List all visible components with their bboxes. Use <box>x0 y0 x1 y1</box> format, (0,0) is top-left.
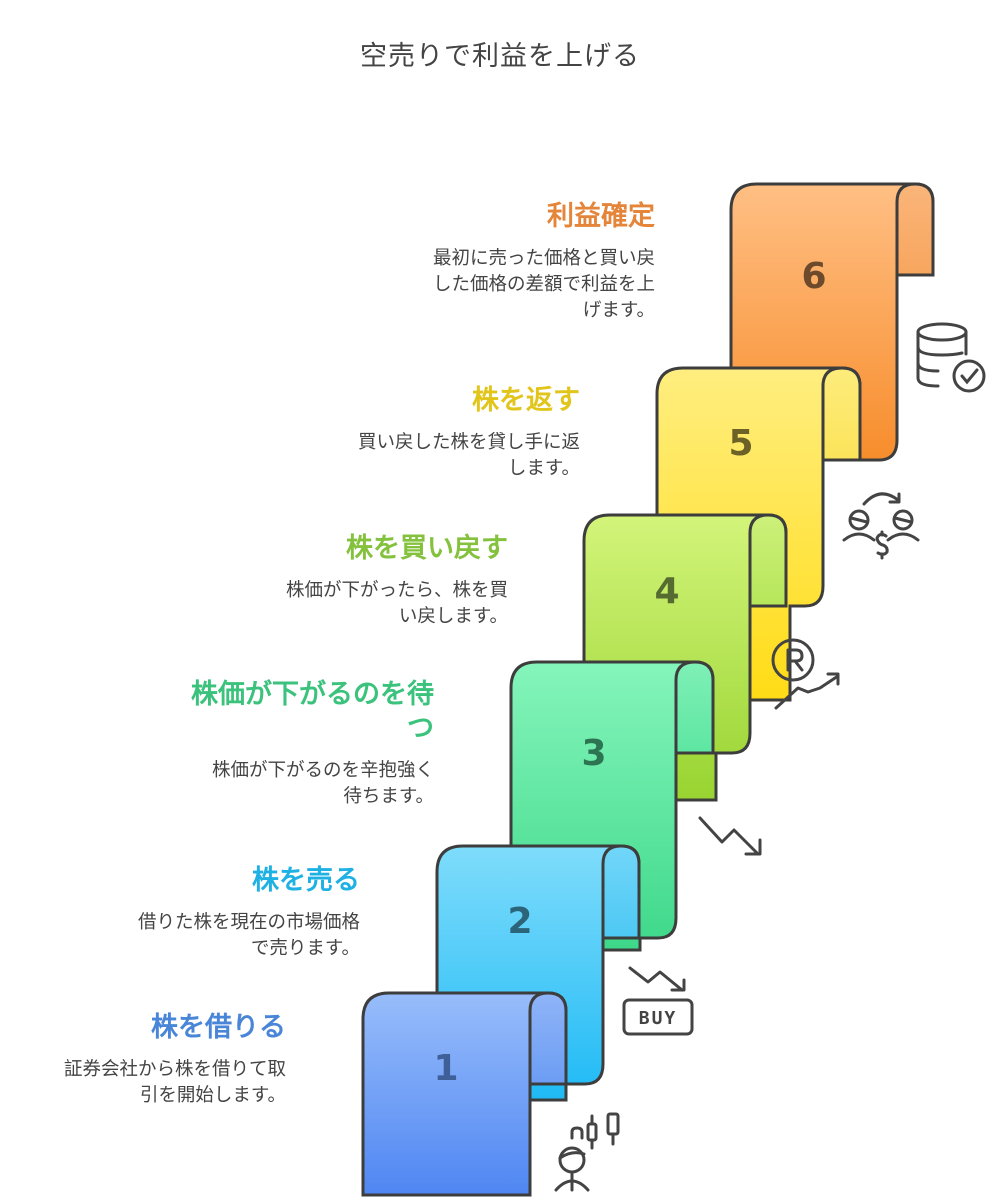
step-2-label: 株を売る 借りた株を現在の市場価格 で売ります。 <box>40 864 360 962</box>
step-3-heading: 株価が下がるのを待 つ <box>191 679 434 744</box>
step-4-label: 株を買い戻す 株価が下がったら、株を買 い戻します。 <box>188 532 508 630</box>
step-3-label: 株価が下がるのを待 つ 株価が下がるのを辛抱強く 待ちます。 <box>104 678 434 810</box>
step-1-heading: 株を借りる <box>151 1012 286 1043</box>
step-2-heading: 株を売る <box>252 865 360 896</box>
step-5-number: 5 <box>728 423 753 464</box>
database-check-icon <box>916 322 986 393</box>
investor-candlestick-icon <box>554 1112 620 1192</box>
trend-down-arrow-icon <box>698 816 762 856</box>
step-2-description: 借りた株を現在の市場価格 で売ります。 <box>137 912 360 959</box>
step-6-number: 6 <box>801 256 826 297</box>
step-3-number: 3 <box>581 733 606 774</box>
svg-text:BUY: BUY <box>639 1008 678 1029</box>
registered-trend-up-icon <box>771 638 840 710</box>
step-3-description: 株価が下がるのを辛抱強く 待ちます。 <box>211 760 434 807</box>
step-6-label: 利益確定 最初に売った価格と買い戻 した価格の差額で利益を上 げます。 <box>335 200 655 324</box>
exchange-people-dollar-icon <box>842 492 920 560</box>
step-4-description: 株価が下がったら、株を買 い戻します。 <box>285 580 508 627</box>
step-1-number: 1 <box>433 1048 458 1089</box>
step-6-heading: 利益確定 <box>547 201 655 232</box>
diagram-title: 空売りで利益を上げる <box>360 41 640 72</box>
step-4-heading: 株を買い戻す <box>346 533 508 564</box>
step-4-number: 4 <box>654 571 679 612</box>
step-5-heading: 株を返す <box>472 385 580 416</box>
trend-down-buy-icon: BUY <box>622 966 694 1036</box>
step-5-description: 買い戻した株を貸し手に返 します。 <box>357 432 580 479</box>
step-1-description: 証券会社から株を借りて取 引を開始します。 <box>63 1059 286 1106</box>
step-2-number: 2 <box>507 901 532 942</box>
step-1-shape <box>361 991 568 1197</box>
step-1-label: 株を借りる 証券会社から株を借りて取 引を開始します。 <box>0 1011 286 1109</box>
step-6-description: 最初に売った価格と買い戻 した価格の差額で利益を上 げます。 <box>432 248 655 321</box>
step-5-label: 株を返す 買い戻した株を貸し手に返 します。 <box>260 384 580 482</box>
